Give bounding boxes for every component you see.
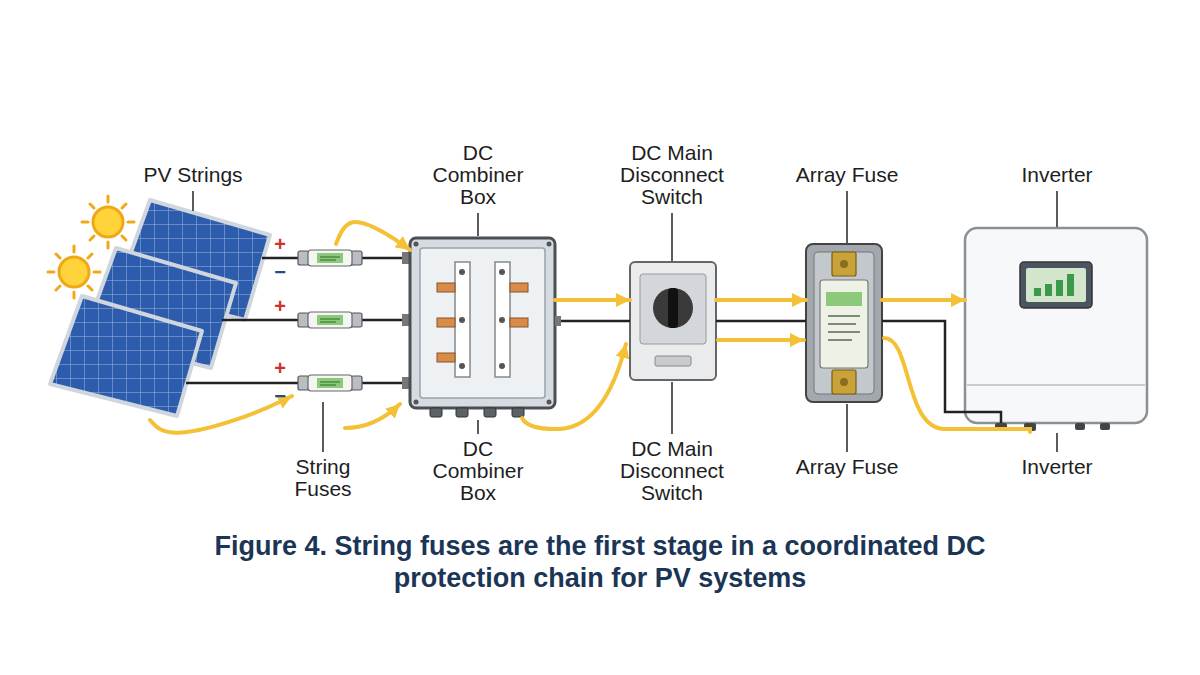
component-label: DC Combiner Box <box>418 438 538 504</box>
dc-wire <box>561 321 1001 423</box>
combiner-box: DC Combiner BoxDC Combiner Box <box>410 238 555 410</box>
array-fuse: Array FuseArray Fuse <box>806 244 882 402</box>
array-fuse-drawing <box>806 244 882 402</box>
inverter: InverterInverter <box>965 228 1147 423</box>
flow-arrow <box>336 222 410 250</box>
component-label: Inverter <box>977 164 1137 186</box>
component-label: DC Main Disconnect Switch <box>607 438 737 504</box>
flow-arrow <box>716 298 806 302</box>
polarity-mark: + <box>272 234 288 254</box>
component-label: PV Strings <box>113 164 273 186</box>
disconnect-switch: DC Main Disconnect SwitchDC Main Disconn… <box>630 262 716 380</box>
polarity-mark: − <box>272 386 288 406</box>
flow-arrow <box>555 298 630 302</box>
combiner-box-drawing <box>402 238 561 417</box>
string-fuse-symbol <box>298 250 362 391</box>
polarity-mark: − <box>272 262 288 282</box>
leader-line <box>193 191 1057 452</box>
component-label: Inverter <box>977 456 1137 478</box>
sun-icon <box>48 246 100 298</box>
polarity-mark: + <box>272 296 288 316</box>
component-label: DC Combiner Box <box>418 142 538 208</box>
disconnect-switch-drawing <box>630 262 716 380</box>
component-label: Array Fuse <box>767 164 927 186</box>
string-wire <box>186 258 410 383</box>
component-label: String Fuses <box>283 456 363 500</box>
figure-caption: Figure 4. String fuses are the first sta… <box>190 530 1010 594</box>
sun-icon <box>82 196 134 248</box>
component-label: Array Fuse <box>767 456 927 478</box>
polarity-mark: + <box>272 358 288 378</box>
current-flow-arrow <box>345 338 1030 432</box>
pv-strings: PV Strings <box>50 195 275 420</box>
component-label: DC Main Disconnect Switch <box>607 142 737 208</box>
string-fuses: String Fuses <box>292 244 372 400</box>
flow-arrow <box>150 396 292 433</box>
inverter-drawing <box>965 228 1147 431</box>
flow-arrow <box>882 298 965 302</box>
